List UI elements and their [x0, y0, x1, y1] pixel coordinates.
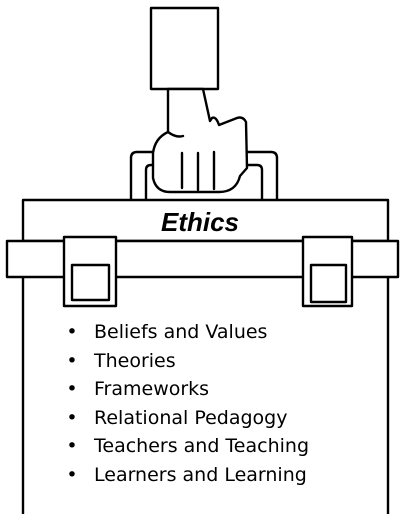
list-item-label: Relational Pedagogy: [94, 406, 288, 429]
list-item: • Relational Pedagogy: [60, 404, 390, 433]
briefcase-title: Ethics: [160, 207, 240, 237]
list-item: • Teachers and Teaching: [60, 432, 390, 461]
left-buckle-inner: [70, 263, 111, 302]
bullet-icon: •: [66, 349, 78, 372]
list-item-label: Teachers and Teaching: [94, 435, 310, 458]
list-item-label: Theories: [94, 349, 176, 372]
hand-icon: [151, 87, 249, 194]
bullet-icon: •: [66, 406, 78, 429]
list-item: • Beliefs and Values: [60, 318, 390, 347]
list-item: • Theories: [60, 347, 390, 376]
right-buckle-inner: [309, 263, 348, 304]
finger-lines: [166, 130, 216, 192]
list-item: • Frameworks: [60, 375, 390, 404]
list-item-label: Beliefs and Values: [94, 321, 268, 343]
topic-list: • Beliefs and Values • Theories • Framework…: [60, 318, 390, 490]
bullet-icon: •: [66, 463, 78, 486]
bullet-icon: •: [66, 378, 78, 401]
bullet-icon: •: [66, 321, 78, 343]
sleeve-cuff-shape: [149, 6, 220, 91]
list-item-label: Learners and Learning: [94, 463, 307, 486]
briefcase-handle-inner: [144, 163, 264, 202]
list-item-label: Frameworks: [94, 378, 210, 401]
bullet-icon: •: [66, 435, 78, 458]
list-item: • Learners and Learning: [60, 461, 390, 490]
